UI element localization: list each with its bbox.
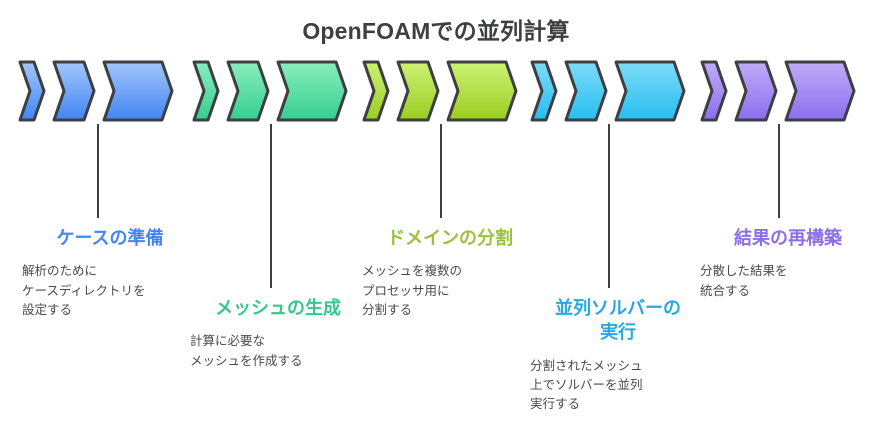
step-heading-4: 並列ソルバーの 実行	[555, 298, 681, 343]
connector-line-step-3	[440, 124, 442, 218]
step-heading-3: ドメインの分割	[387, 228, 513, 248]
connector-line-step-5	[778, 124, 780, 218]
arrow-group-step-3	[362, 60, 518, 122]
step-heading-1: ケースの準備	[56, 228, 164, 248]
triple-chevron-right-icon	[276, 60, 348, 122]
connector-line-step-2	[270, 124, 272, 288]
step-heading-2: メッシュの生成	[215, 298, 341, 318]
step-heading-5: 結果の再構築	[734, 228, 842, 248]
triple-chevron-right-icon	[18, 60, 46, 122]
step-description-4: 分割されたメッシュ 上でソルバーを並列 実行する	[530, 358, 643, 412]
arrow-group-step-4	[530, 60, 686, 122]
connector-line-step-1	[97, 124, 99, 218]
triple-chevron-right-icon	[226, 60, 270, 122]
triple-chevron-right-icon	[362, 60, 390, 122]
triple-chevron-right-icon	[734, 60, 778, 122]
arrow-group-step-1	[18, 60, 174, 122]
arrow-group-step-5	[700, 60, 856, 122]
triple-chevron-right-icon	[614, 60, 686, 122]
step-description-1: 解析のために ケースディレクトリを 設定する	[22, 264, 146, 318]
triple-chevron-right-icon	[192, 60, 220, 122]
triple-chevron-right-icon	[700, 60, 728, 122]
step-text-block-5: 結果の再構築 分散した結果を 統合する	[700, 226, 872, 301]
triple-chevron-right-icon	[396, 60, 440, 122]
triple-chevron-right-icon	[784, 60, 856, 122]
triple-chevron-right-icon	[52, 60, 96, 122]
triple-chevron-right-icon	[564, 60, 608, 122]
step-text-block-2: メッシュの生成 計算に必要な メッシュを作成する	[190, 296, 366, 371]
step-description-3: メッシュを複数の プロセッサ用に 分割する	[362, 264, 463, 318]
step-text-block-4: 並列ソルバーの 実行 分割されたメッシュ 上でソルバーを並列 実行する	[530, 296, 706, 415]
arrow-group-step-2	[192, 60, 348, 122]
triple-chevron-right-icon	[446, 60, 518, 122]
connector-line-step-4	[608, 124, 610, 288]
step-description-2: 計算に必要な メッシュを作成する	[190, 334, 303, 368]
triple-chevron-right-icon	[530, 60, 558, 122]
triple-chevron-right-icon	[102, 60, 174, 122]
step-description-5: 分散した結果を 統合する	[700, 264, 788, 298]
page-title: OpenFOAMでの並列計算	[302, 18, 570, 44]
step-text-block-3: ドメインの分割 メッシュを複数の プロセッサ用に 分割する	[362, 226, 538, 320]
step-text-block-1: ケースの準備 解析のために ケースディレクトリを 設定する	[22, 226, 198, 320]
